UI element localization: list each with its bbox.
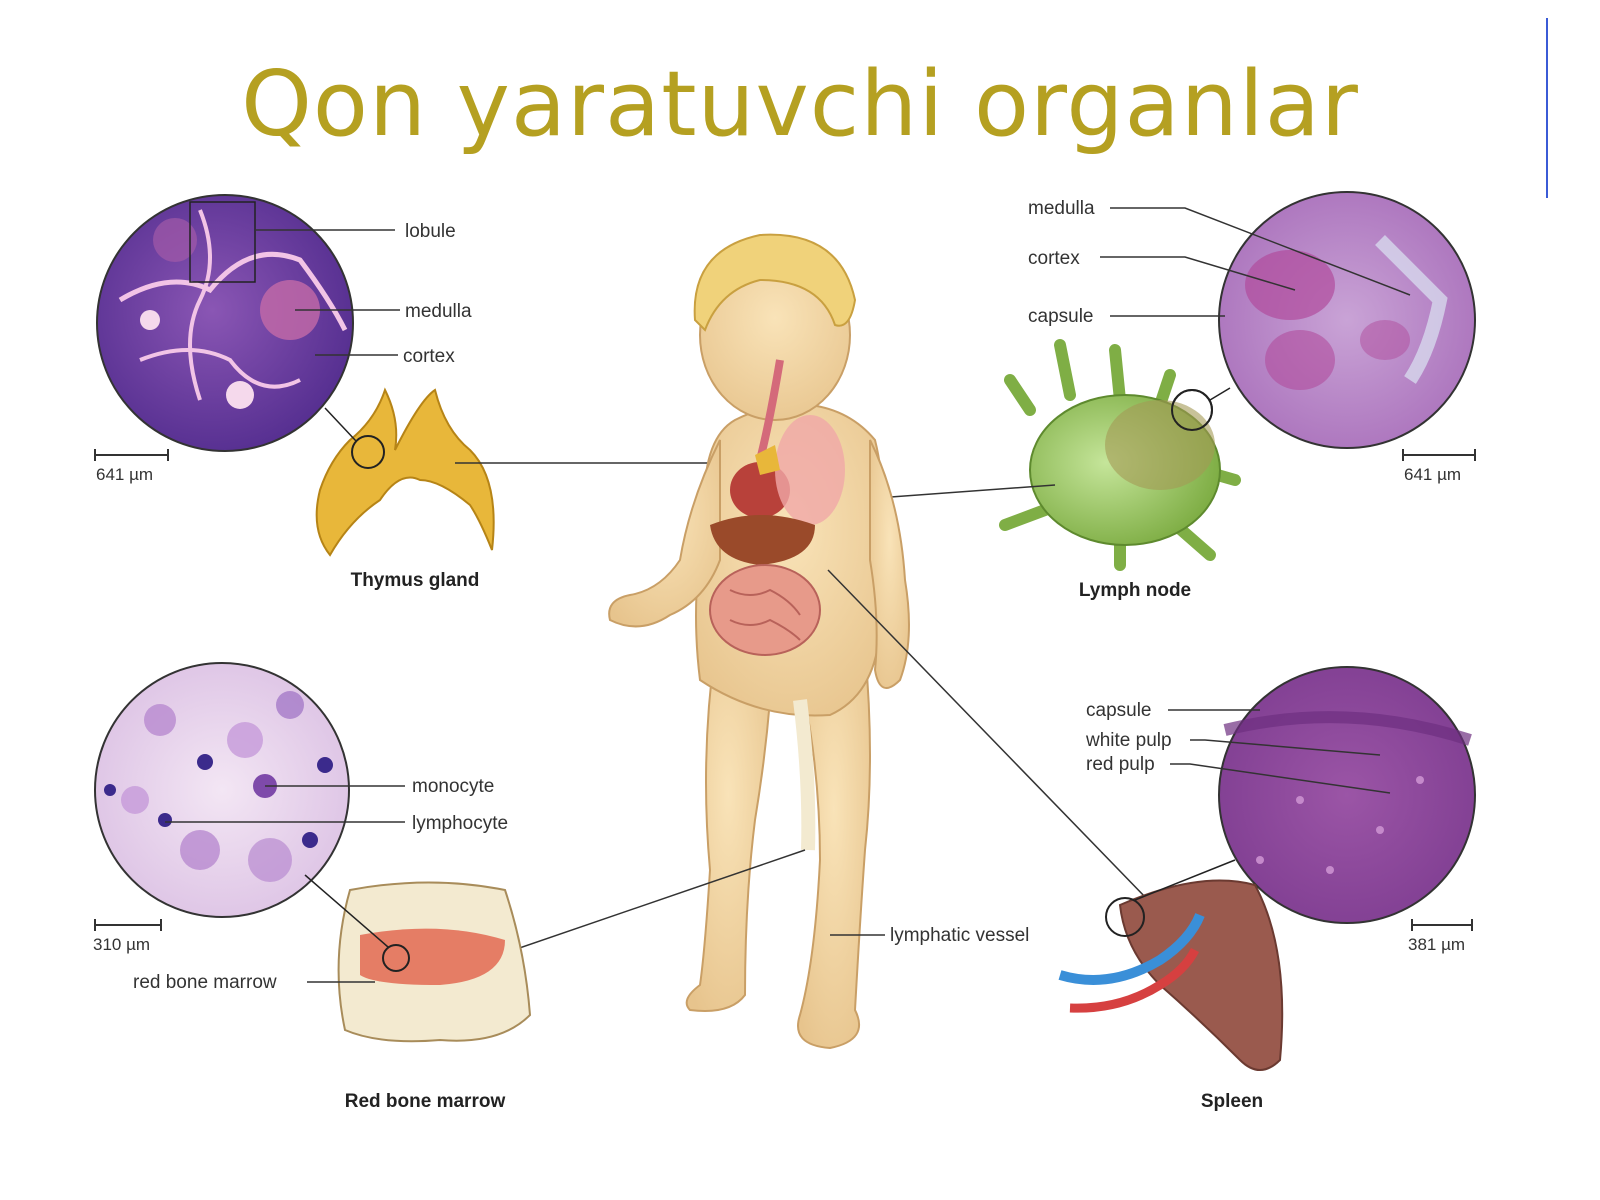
spleen-scale-bar (1411, 919, 1473, 931)
bone-marrow-micrograph (94, 662, 350, 918)
spleen-organ (1058, 859, 1284, 1071)
spleen-label-capsule: capsule (1086, 700, 1152, 721)
child-body (608, 233, 910, 1050)
accent-line (1546, 18, 1548, 198)
bone-marrow-organ (304, 874, 532, 1043)
bone-marrow-caption: Red bone marrow (345, 1091, 506, 1112)
thymus-label-lobule: lobule (405, 221, 456, 242)
lymph-node-scale-text: 641 µm (1404, 465, 1461, 484)
slide-title: Qon yaratuvchi organlar (241, 52, 1359, 157)
thymus-scale-text: 641 µm (96, 465, 153, 484)
body-leaders (469, 569, 1149, 966)
bone-marrow-leaders (165, 785, 405, 983)
body-label-lymphatic-vessel: lymphatic vessel (890, 925, 1029, 946)
spleen-label-red-pulp: red pulp (1086, 754, 1155, 775)
thymus-organ (315, 387, 495, 557)
thymus-micrograph (96, 194, 354, 452)
bone-marrow-label-monocyte: monocyte (412, 776, 494, 797)
thymus-label-cortex: cortex (403, 346, 455, 367)
lymph-node-label-medulla: medulla (1028, 198, 1095, 219)
bone-marrow-scale-bar (94, 919, 162, 931)
bone-marrow-label-lymphocyte: lymphocyte (412, 813, 508, 834)
spleen-leaders (1168, 709, 1391, 794)
lymph-node-label-cortex: cortex (1028, 248, 1080, 269)
lymph-node-leaders (849, 207, 1411, 501)
lymph-node-scale-bar (1402, 449, 1476, 461)
lymph-node-organ (999, 339, 1241, 571)
spleen-caption: Spleen (1201, 1091, 1263, 1112)
lymph-node-caption: Lymph node (1079, 580, 1191, 601)
spleen-scale-text: 381 µm (1408, 935, 1465, 954)
spleen-label-white-pulp: white pulp (1085, 730, 1172, 751)
bone-marrow-label-red-bone-marrow: red bone marrow (133, 972, 277, 993)
spleen-micrograph (1218, 666, 1476, 924)
thymus-scale-bar (94, 449, 169, 461)
thymus-label-medulla: medulla (405, 301, 472, 322)
bone-marrow-scale-text: 310 µm (93, 935, 150, 954)
lymph-node-micrograph (1171, 191, 1476, 449)
thymus-caption: Thymus gland (351, 570, 480, 591)
lymph-node-label-capsule: capsule (1028, 306, 1094, 327)
